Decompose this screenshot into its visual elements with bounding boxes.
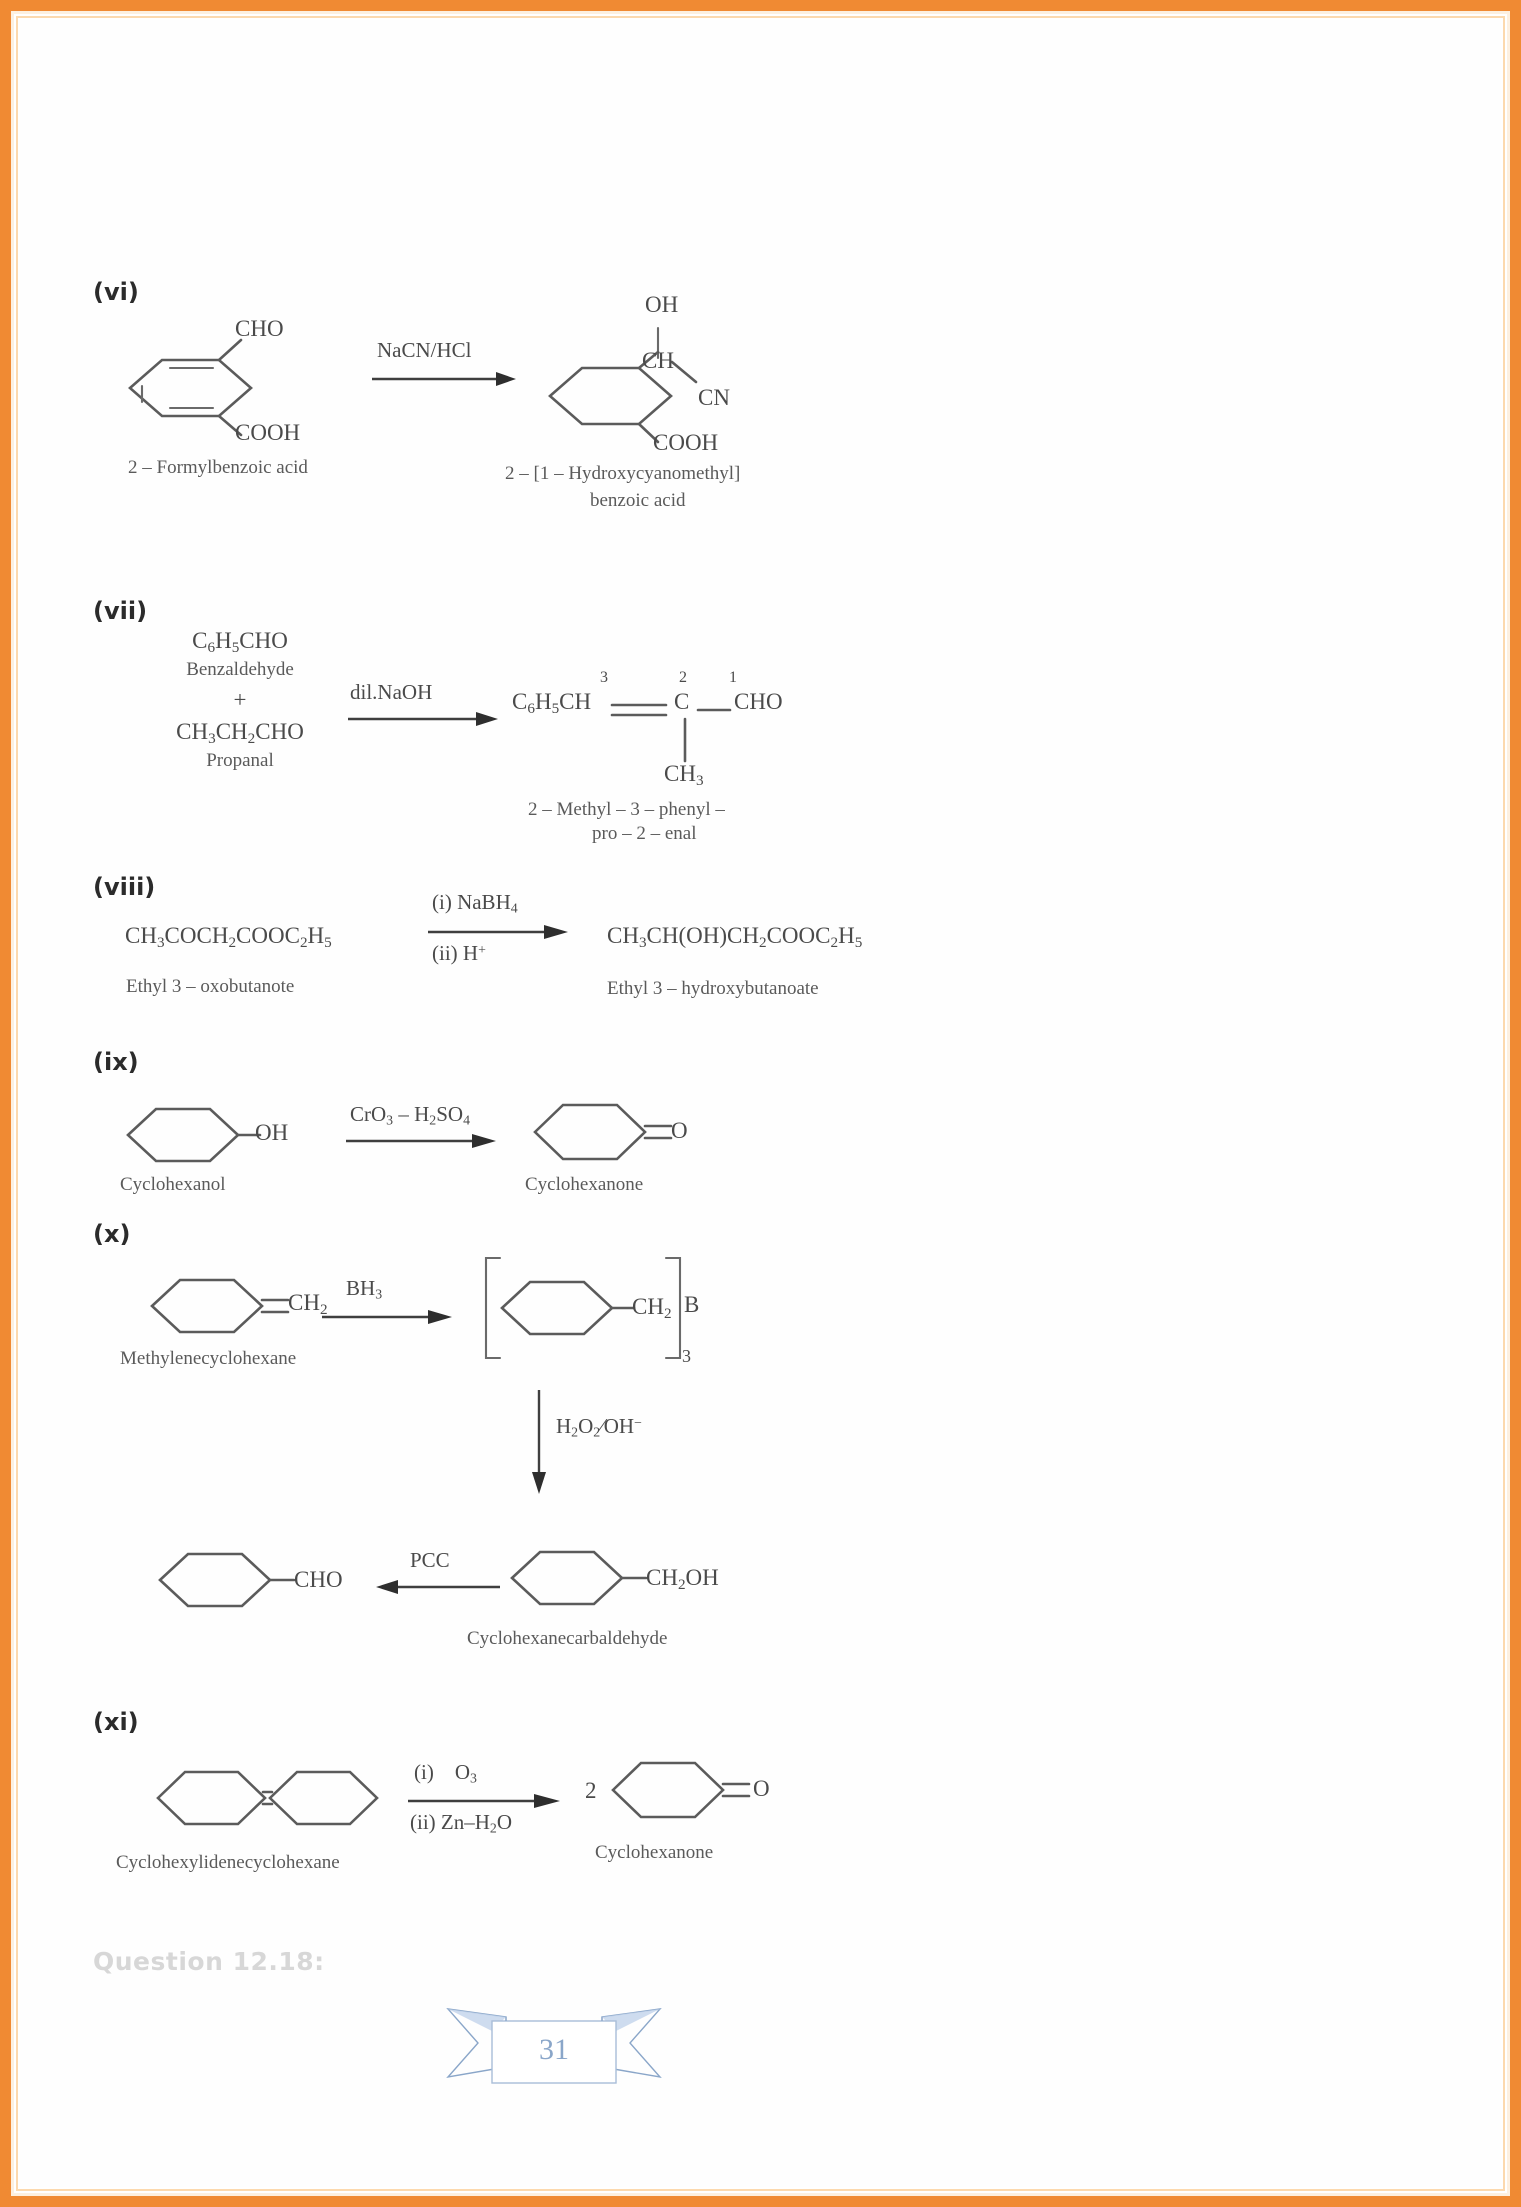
product-chain-left-vii: C6H5CH: [512, 689, 592, 717]
locant-c3-vii: 3: [600, 669, 608, 686]
product-formula-viii: CH3CH(OH)CH2COOC2H5: [607, 923, 863, 951]
reagent-label-vii: dil.NaOH: [350, 680, 433, 704]
reactant-structure-vi: [128, 338, 253, 437]
cyclohexylidenecyclohexane-xi: [156, 1770, 379, 1826]
product-group-cn-vi: CN: [698, 385, 730, 410]
product-name-ix: Cyclohexanone: [525, 1174, 644, 1195]
section-label-x: (x): [93, 1220, 131, 1248]
product-group-o-ix: O: [671, 1118, 688, 1143]
reactant-structure-x: CH2 Methylenecyclohexane: [120, 1258, 328, 1369]
alcohol-name-x: Cyclohexanecarbaldehyde: [467, 1628, 668, 1649]
reactant-name-x: Methylenecyclohexane: [120, 1348, 297, 1369]
down-arrow-x: [532, 1390, 546, 1494]
reactant-name-viii: Ethyl 3 – oxobutanote: [126, 976, 295, 997]
product-structure-vi: OH CH CN COOH 2 – [1 – Hydroxycyanomethy…: [505, 292, 790, 511]
ribbon-graphic: [446, 2008, 662, 2084]
section-label-vii: (vii): [93, 597, 148, 625]
product-coefficient-xi: 2: [585, 1778, 597, 1803]
alcohol-structure-x: CH2OH Cyclohexanecarbaldehyde: [467, 1528, 719, 1649]
product-group-o-xi: O: [753, 1776, 770, 1801]
vertical-bond-vii: [683, 717, 687, 763]
product-name-line2-vi: benzoic acid: [590, 490, 686, 511]
reagent-top-xi: (i) O3: [414, 1760, 477, 1786]
reactant-structure-xi: Cyclohexylidenecyclohexane: [116, 1748, 400, 1873]
intermediate-group-ch2-x: CH2: [632, 1294, 672, 1322]
reagent-bh3-x: BH3: [346, 1276, 383, 1302]
cyclohexanone-ring-xi: [611, 1761, 751, 1819]
cyclohexylmethanol-ring-x: [510, 1550, 648, 1606]
aldehyde-group-cho-x: CHO: [294, 1567, 343, 1592]
reaction-arrow-x-step1: BH3: [322, 1276, 452, 1326]
intermediate-boron-x: B: [684, 1292, 700, 1317]
product-group-cho-vii: CHO: [734, 689, 783, 714]
reactant2-formula-vii: CH3CH2CHO: [176, 718, 304, 747]
reagent-label-vi: NaCN/HCl: [377, 338, 472, 362]
reactant-group-cooh-vi: COOH: [235, 420, 301, 445]
reactant-structure-ix: [126, 1107, 262, 1163]
page-number: 31: [539, 2033, 569, 2066]
reaction-arrow-xi: (i) O3 (ii) Zn–H2O: [408, 1760, 560, 1835]
product-structure-ix: O Cyclohexanone: [525, 1082, 688, 1195]
reactant-formula-viii: CH3COCH2COOC2H5: [125, 923, 332, 951]
product-branch-ch3-vii: CH3: [664, 761, 704, 789]
reagent-top-viii: (i) NaBH4: [432, 890, 518, 916]
document-sheet: (vi) CHO COOH 2 – Formylbenzoic acid NaC…: [20, 20, 1501, 2187]
locant-c2-vii: 2: [679, 669, 687, 686]
section-label-xi: (xi): [93, 1708, 139, 1736]
plus-sign-vii: +: [233, 686, 247, 712]
alcohol-group-ch2oh-x: CH2OH: [646, 1565, 719, 1593]
product-name-line1-vii: 2 – Methyl – 3 – phenyl –: [528, 799, 725, 820]
reactant-group-cho-vi: CHO: [235, 316, 284, 341]
question-heading: Question 12.18:: [93, 1947, 325, 1976]
reagent-h2o2-oh-x: H2O2⁄OH−: [556, 1414, 642, 1440]
section-label-viii: (viii): [93, 873, 156, 901]
cyclohexanone-ring-ix: [533, 1103, 673, 1161]
bracketed-intermediate-x: [484, 1256, 682, 1360]
methylenecyclohexane-ring-x: [150, 1278, 290, 1334]
double-bond-vii: [610, 703, 668, 717]
reactant-group-oh-ix: OH: [255, 1120, 289, 1145]
reaction-arrow-viii: (i) NaBH4 (ii) H+: [428, 890, 568, 965]
section-label-ix: (ix): [93, 1048, 139, 1076]
product-name-line1-vi: 2 – [1 – Hydroxycyanomethyl]: [505, 463, 741, 484]
section-label-vi: (vi): [93, 278, 139, 306]
reactant1-formula-vii: C6H5CHO: [192, 628, 288, 656]
product-group-ch-vi: CH: [642, 348, 674, 373]
reactant-group-ch2-x: CH2: [288, 1290, 328, 1318]
product-name-xi: Cyclohexanone: [595, 1842, 714, 1863]
reaction-arrow-vi: NaCN/HCl: [372, 338, 516, 388]
reactant-name-vi: 2 – Formylbenzoic acid: [128, 457, 308, 478]
product-group-oh-vi: OH: [645, 292, 679, 317]
scheme-vi: CHO COOH 2 – Formylbenzoic acid: [115, 316, 365, 478]
reactants-vii: C6H5CHO Benzaldehyde + CH3CH2CHO Propana…: [130, 628, 350, 772]
reaction-arrow-x-step2: H2O2⁄OH−: [528, 1390, 642, 1494]
reaction-arrow-vii: dil.NaOH: [348, 680, 498, 728]
reagent-label-ix: CrO3 – H2SO4: [350, 1102, 471, 1128]
page-number-ribbon: 31: [444, 1995, 664, 2105]
reactant1-name-vii: Benzaldehyde: [186, 658, 294, 680]
scheme-ix: OH Cyclohexanol: [118, 1088, 288, 1195]
product-name-line2-vii: pro – 2 – enal: [592, 823, 697, 844]
reagent-pcc-x: PCC: [410, 1548, 450, 1572]
reactant2-name-vii: Propanal: [206, 749, 274, 771]
cyclohexanecarbaldehyde-ring-x: [158, 1552, 296, 1608]
intermediate-subscript-x: 3: [682, 1346, 691, 1366]
reagent-bottom-viii: (ii) H+: [432, 941, 486, 965]
intermediate-structure-x: CH2 B 3: [480, 1248, 699, 1368]
reagent-bottom-xi: (ii) Zn–H2O: [410, 1810, 513, 1836]
single-bond-vii: [696, 708, 732, 712]
locant-c1-vii: 1: [729, 669, 737, 686]
product-group-cooh-vi: COOH: [653, 430, 719, 455]
reaction-arrow-x-step3: PCC: [372, 1548, 500, 1596]
aldehyde-structure-x: CHO: [148, 1532, 343, 1624]
reactant-name-xi: Cyclohexylidenecyclohexane: [116, 1852, 340, 1873]
product-name-viii: Ethyl 3 – hydroxybutanoate: [607, 978, 819, 999]
reaction-arrow-ix: CrO3 – H2SO4: [346, 1102, 496, 1150]
product-carbon-c2-vii: C: [674, 689, 690, 714]
reactant-name-ix: Cyclohexanol: [120, 1174, 226, 1195]
